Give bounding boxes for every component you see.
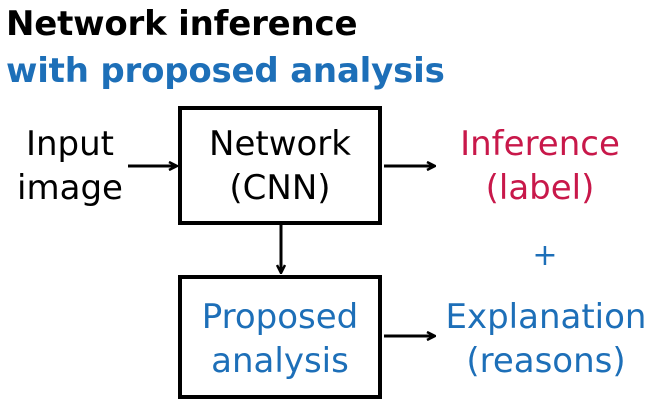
title-line-2: with proposed analysis xyxy=(6,51,445,91)
explanation-label-line1: Explanation xyxy=(445,297,647,337)
input-label-line2: image xyxy=(17,168,123,208)
proposed-label-line2: analysis xyxy=(211,341,349,381)
explanation-label-line2: (reasons) xyxy=(466,341,626,381)
proposed-analysis-label: Proposed analysis xyxy=(181,295,379,383)
plus-sign: + xyxy=(532,238,558,273)
network-label: Network (CNN) xyxy=(181,122,379,210)
explanation-label: Explanation (reasons) xyxy=(436,295,656,383)
inference-label: Inference (label) xyxy=(438,122,642,210)
inference-label-line1: Inference xyxy=(460,124,620,164)
proposed-label-line1: Proposed xyxy=(201,297,359,337)
proposed-analysis-box xyxy=(178,275,382,399)
input-label-line1: Input xyxy=(25,124,115,164)
inference-label-line2: (label) xyxy=(485,168,595,208)
input-image-label: Input image xyxy=(8,122,132,210)
network-box xyxy=(178,106,382,225)
network-label-line1: Network xyxy=(209,124,351,164)
title-line-1: Network inference xyxy=(6,4,358,44)
network-label-line2: (CNN) xyxy=(229,168,331,208)
